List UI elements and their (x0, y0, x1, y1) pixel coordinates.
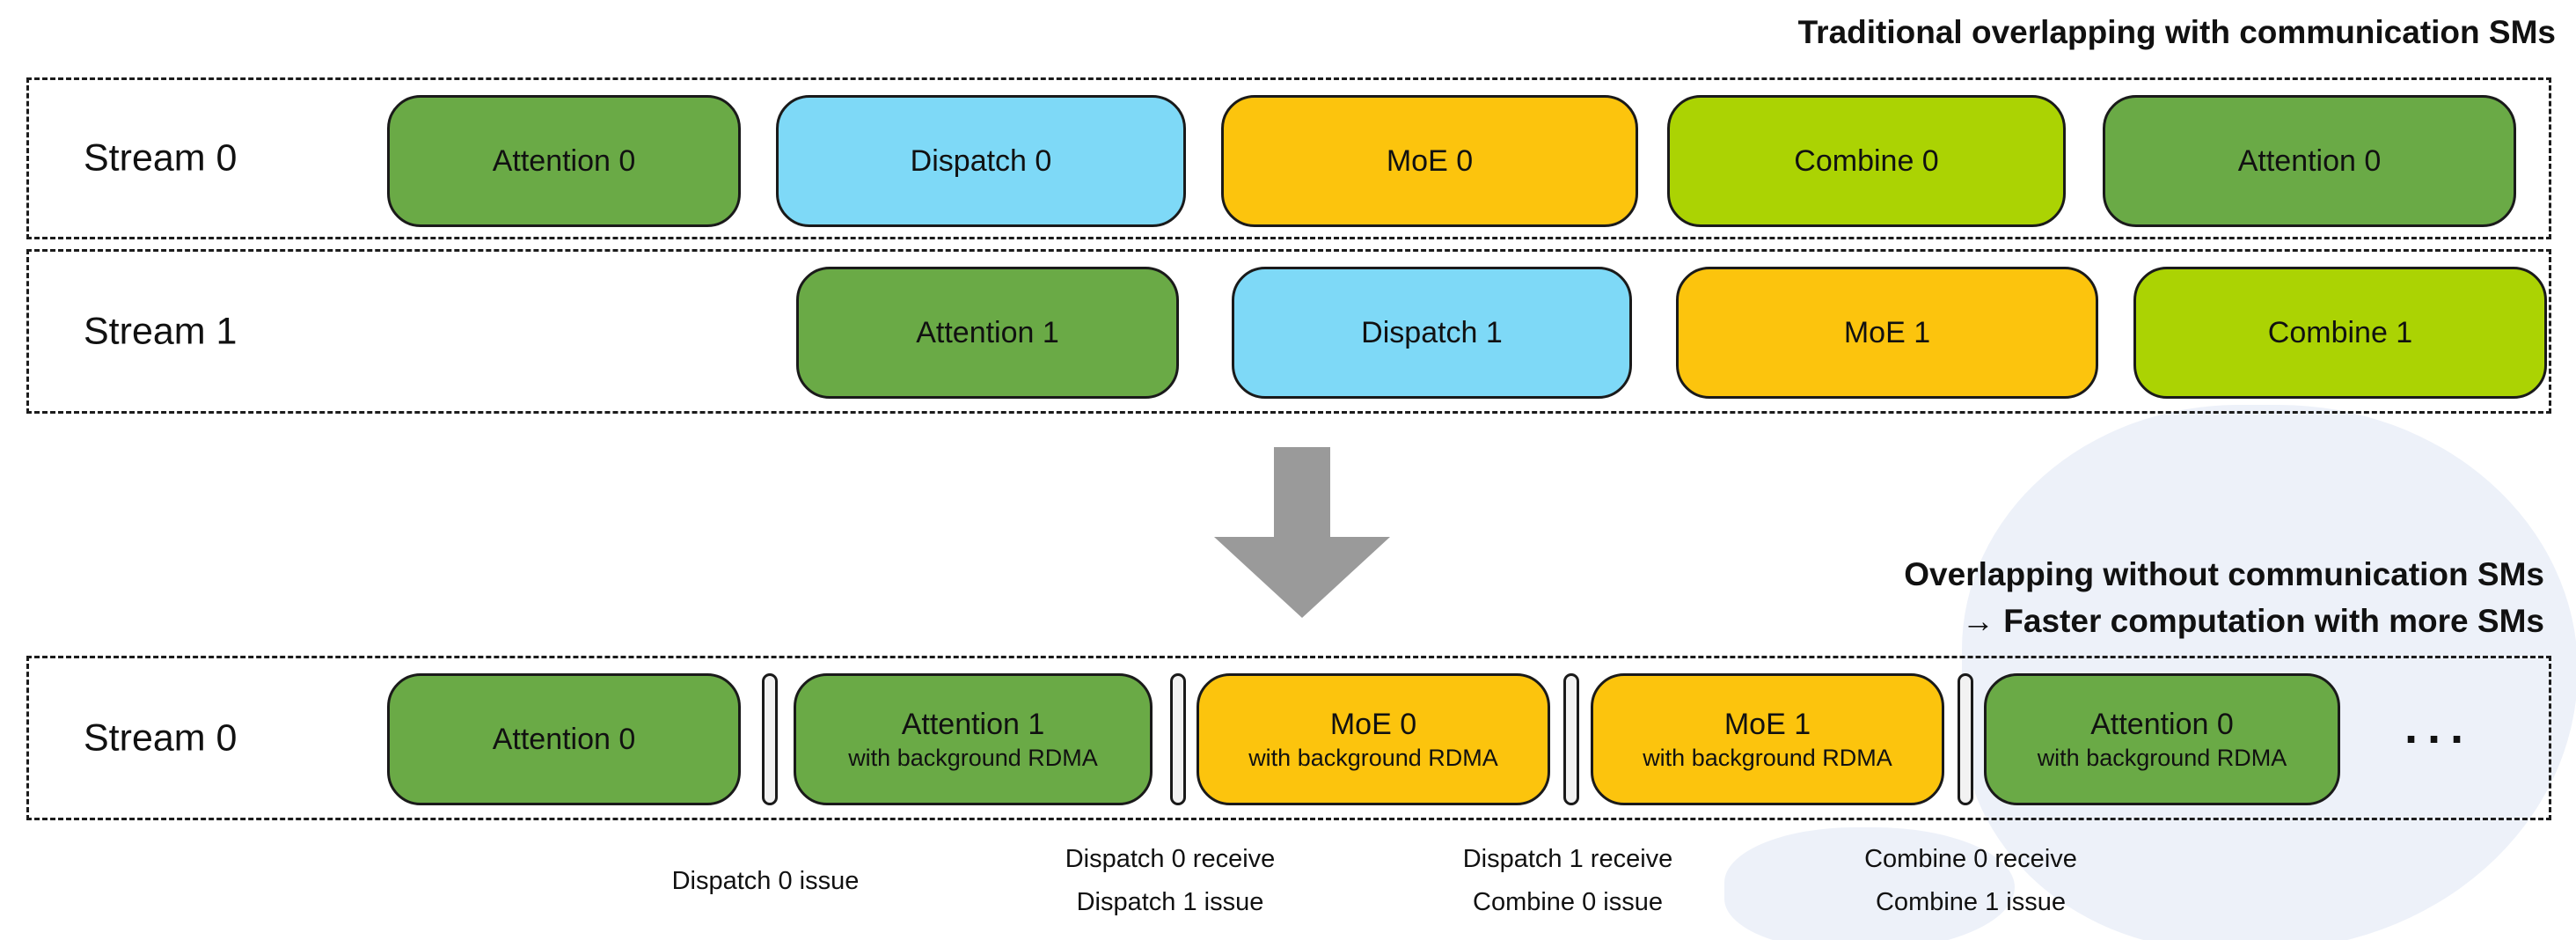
task-block-moe-0: MoE 0 (1221, 95, 1638, 227)
stream-separator (762, 673, 778, 805)
task-block-label: Attention 1 (916, 316, 1059, 349)
task-block-moe-1: MoE 1 with background RDMA (1591, 673, 1944, 805)
task-block-label: Combine 1 (2267, 316, 2413, 349)
task-block-label: Attention 1 (901, 708, 1045, 741)
stream0-overlapped-label: Stream 0 (84, 716, 238, 759)
down-arrow-head (1214, 537, 1390, 618)
bottom-section-title: Overlapping without communication SMs → … (1904, 551, 2544, 644)
bottom-title-line1: Overlapping without communication SMs (1904, 556, 2544, 592)
task-block-label: Attention 0 (2090, 708, 2234, 741)
task-block-label: Attention 0 (492, 723, 636, 756)
task-block-moe-0: MoE 0 with background RDMA (1197, 673, 1550, 805)
task-block-combine-1: Combine 1 (2133, 267, 2547, 399)
task-block-sublabel: with background RDMA (1643, 745, 1892, 771)
task-block-label: Attention 0 (2237, 144, 2382, 178)
task-block-attention-0: Attention 0 (387, 673, 741, 805)
task-block-attention-0: Attention 0 with background RDMA (1984, 673, 2340, 805)
event-label-line: Combine 0 issue (1473, 888, 1663, 916)
task-block-attention-0: Attention 0 (387, 95, 741, 227)
task-block-combine-0: Combine 0 (1667, 95, 2066, 227)
task-block-label: Dispatch 1 (1361, 316, 1503, 349)
stream0-box-overlapped: Stream 0 Attention 0 Attention 1 with back… (26, 656, 2551, 820)
task-block-sublabel: with background RDMA (1248, 745, 1498, 771)
stream1-label: Stream 1 (84, 310, 238, 352)
stream-separator (1563, 673, 1579, 805)
task-block-attention-1: Attention 1 (796, 267, 1179, 399)
stream0-box-traditional: Stream 0 Attention 0 Dispatch 0 MoE 0 Combi… (26, 77, 2551, 239)
event-label-line: Dispatch 0 issue (671, 866, 860, 895)
down-arrow-stem (1274, 447, 1330, 539)
event-label: Dispatch 0 issue (672, 834, 860, 928)
task-block-attention-0: Attention 0 (2103, 95, 2516, 227)
task-block-label: Attention 0 (492, 144, 636, 178)
task-block-sublabel: with background RDMA (848, 745, 1098, 771)
task-block-label: MoE 1 (1843, 316, 1931, 349)
task-block-dispatch-1: Dispatch 1 (1232, 267, 1632, 399)
continuation-ellipsis: ··· (2404, 713, 2473, 766)
event-label-line: Combine 0 receive (1864, 845, 2077, 873)
task-block-label: MoE 0 (1329, 708, 1417, 741)
stream-separator (1958, 673, 1973, 805)
stream0-label: Stream 0 (84, 136, 238, 180)
task-block-label: Combine 0 (1794, 144, 1939, 178)
event-label-line: Dispatch 1 receive (1462, 845, 1673, 873)
event-label-line: Dispatch 0 receive (1065, 845, 1276, 873)
bottom-title-line2: → Faster computation with more SMs (1962, 603, 2544, 639)
task-block-moe-1: MoE 1 (1676, 267, 2098, 399)
stream-separator (1170, 673, 1186, 805)
task-block-attention-1: Attention 1 with background RDMA (794, 673, 1153, 805)
task-block-sublabel: with background RDMA (2037, 745, 2287, 771)
task-block-label: MoE 1 (1723, 708, 1811, 741)
event-label-line: Dispatch 1 issue (1076, 888, 1264, 916)
task-block-label: Dispatch 0 (910, 144, 1052, 178)
event-label-line: Combine 1 issue (1875, 888, 2066, 916)
stream1-box-traditional: Stream 1 Attention 1 Dispatch 1 MoE 1 Combi… (26, 249, 2551, 414)
task-block-dispatch-0: Dispatch 0 (776, 95, 1186, 227)
top-section-title: Traditional overlapping with communicati… (1797, 14, 2556, 50)
task-block-label: MoE 0 (1386, 144, 1474, 178)
